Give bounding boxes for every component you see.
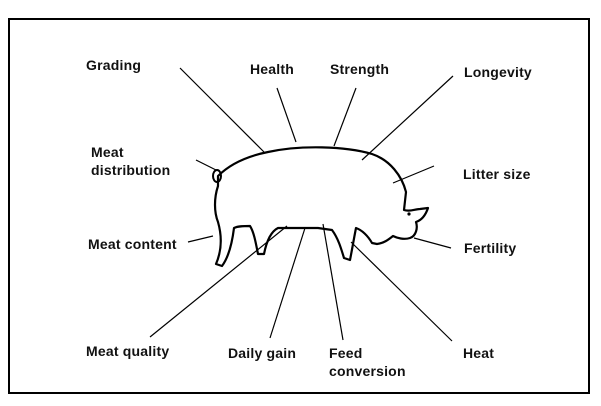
label-fertility: Fertility [464,239,516,257]
label-meat-distribution: Meat distribution [91,143,170,179]
line-meat-distribution [196,160,216,170]
pig-outline [215,147,428,266]
line-health [277,88,296,142]
line-daily-gain [270,228,305,338]
line-longevity [362,76,453,160]
label-strength: Strength [330,60,389,78]
label-health: Health [250,60,294,78]
pig-eye [407,212,410,215]
label-longevity: Longevity [464,63,532,81]
label-feed-conversion: Feed conversion [329,344,406,380]
label-heat: Heat [463,344,494,362]
line-heat [351,242,452,341]
label-meat-content: Meat content [88,235,177,253]
line-strength [334,88,356,146]
line-feed-conversion [323,224,343,340]
label-grading: Grading [86,56,141,74]
label-meat-quality: Meat quality [86,342,169,360]
line-meat-content [188,236,213,242]
line-fertility [414,238,451,248]
leader-lines [150,68,453,341]
label-litter-size: Litter size [463,165,531,183]
line-grading [180,68,264,152]
label-daily-gain: Daily gain [228,344,296,362]
